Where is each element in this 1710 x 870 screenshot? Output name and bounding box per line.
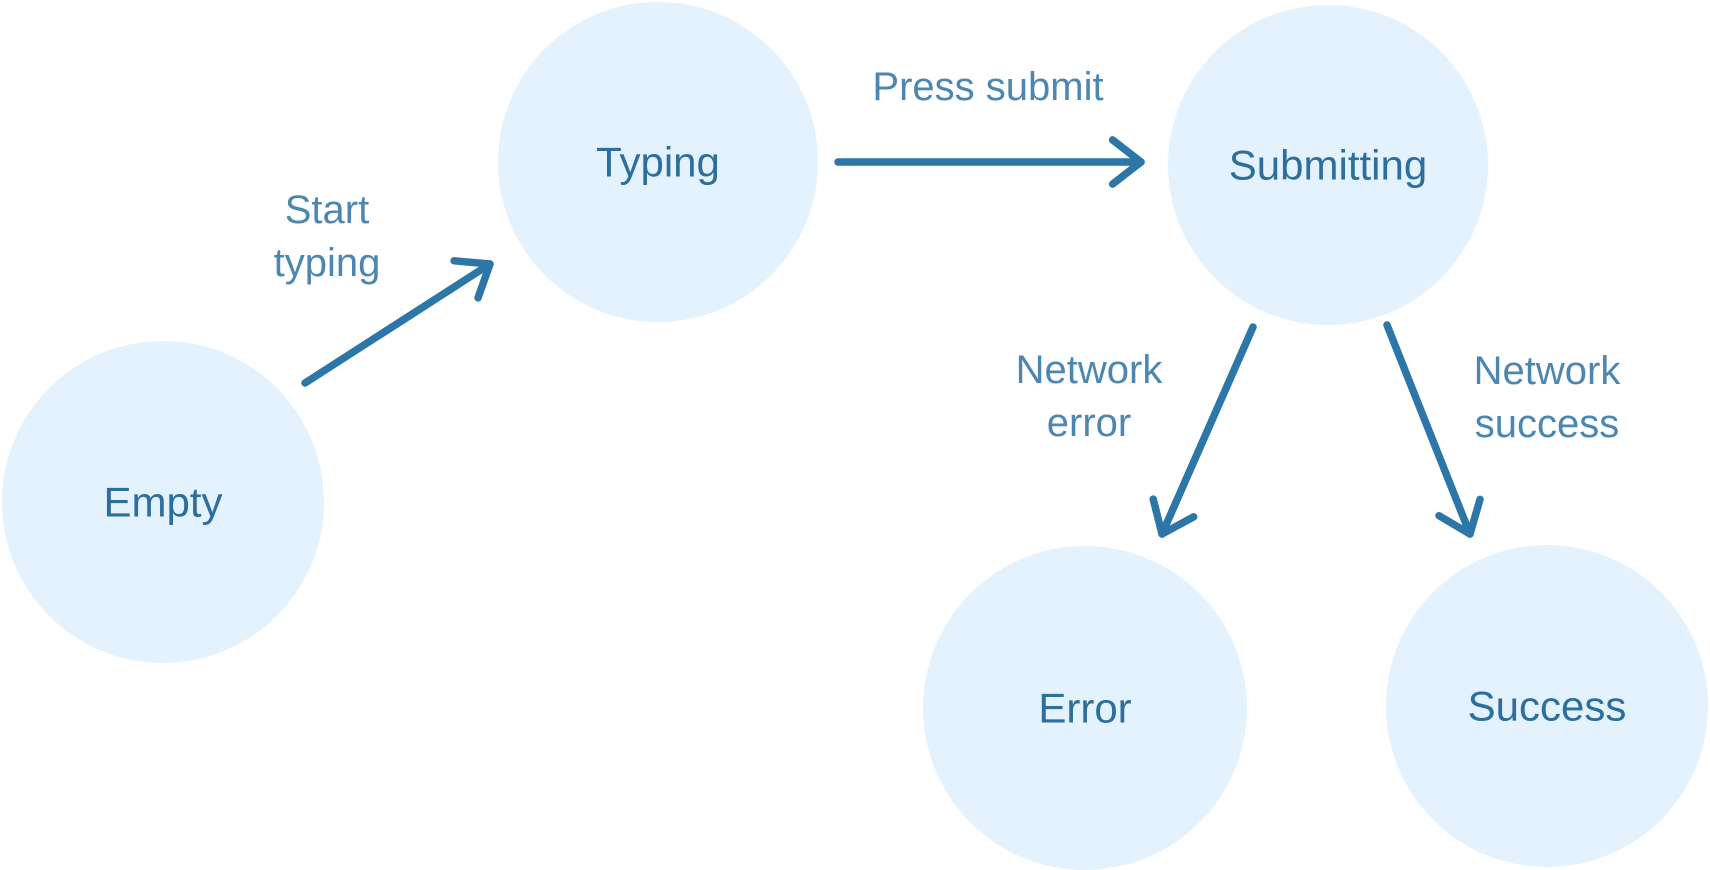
state-label-submitting: Submitting xyxy=(1229,142,1427,189)
state-label-success: Success xyxy=(1468,683,1627,730)
transition-network-error: Network error xyxy=(1016,323,1257,538)
state-label-empty: Empty xyxy=(103,479,222,526)
transition-start-typing: Start typing xyxy=(274,188,494,387)
transition-label-network-success-line2: success xyxy=(1475,402,1620,446)
state-label-error: Error xyxy=(1038,685,1131,732)
state-label-typing: Typing xyxy=(596,139,720,186)
transition-network-success: Network success xyxy=(1383,321,1622,538)
state-node-submitting: Submitting xyxy=(1168,5,1488,325)
state-circle-success xyxy=(1386,545,1708,867)
state-node-empty: Empty xyxy=(2,341,324,663)
transition-press-submit: Press submit xyxy=(834,65,1145,188)
state-circle-error xyxy=(923,546,1247,870)
state-circle-typing xyxy=(498,2,818,322)
transition-label-network-error-line1: Network xyxy=(1016,348,1164,392)
arrowhead-icon-network-success xyxy=(1435,495,1484,538)
transition-label-network-success-line1: Network xyxy=(1474,349,1622,393)
arrow-line-network-error xyxy=(1158,323,1257,538)
state-node-typing: Typing xyxy=(498,2,818,322)
state-circle-submitting xyxy=(1168,5,1488,325)
arrow-line-network-success xyxy=(1383,321,1474,538)
transition-label-network-error-line2: error xyxy=(1047,401,1131,445)
transition-label-start-typing-line2: typing xyxy=(274,241,381,285)
state-circle-empty xyxy=(2,341,324,663)
transition-label-press-submit-line1: Press submit xyxy=(872,65,1103,109)
state-node-error: Error xyxy=(923,546,1247,870)
transition-label-start-typing-line1: Start xyxy=(285,188,369,232)
arrowhead-icon-press-submit xyxy=(1108,136,1145,188)
arrow-line-start-typing xyxy=(301,260,494,387)
state-node-success: Success xyxy=(1386,545,1708,867)
arrowhead-icon-start-typing xyxy=(450,257,494,302)
arrowhead-icon-network-error xyxy=(1149,495,1198,538)
